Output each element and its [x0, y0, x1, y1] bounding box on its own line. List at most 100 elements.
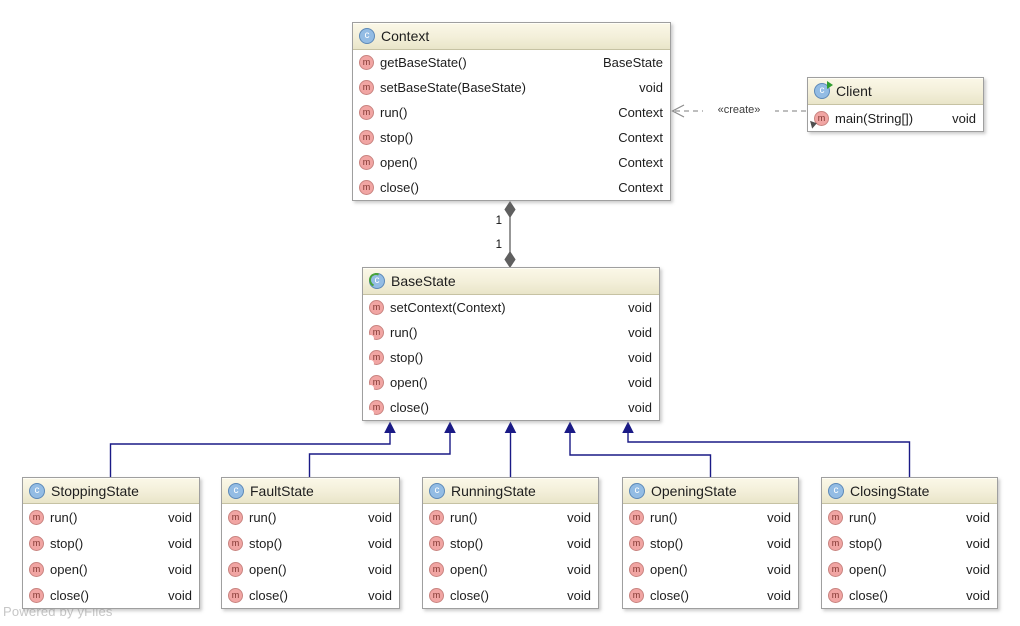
method-row: m stop() void [222, 530, 399, 556]
method-row: m close() void [363, 395, 659, 420]
method-name: open() [849, 561, 887, 577]
method-name: run() [450, 509, 478, 525]
method-return-type: void [628, 325, 652, 340]
method-name: open() [249, 561, 287, 577]
method-icon: m [429, 509, 444, 525]
method-icon: m [228, 561, 243, 577]
method-return-type: void [567, 587, 591, 603]
method-name: close() [849, 587, 889, 603]
method-name: close() [390, 400, 430, 415]
method-icon: m [429, 535, 444, 551]
class-node-openingstate[interactable]: c OpeningState m run() void m stop() voi… [622, 477, 799, 609]
class-title: RunningState [451, 482, 536, 499]
method-icon: m [29, 587, 44, 603]
method-return-type: Context [618, 180, 663, 195]
method-return-type: void [639, 80, 663, 95]
class-header: c StoppingState [23, 478, 199, 504]
method-name: close() [650, 587, 690, 603]
method-return-type: void [168, 509, 192, 525]
method-return-type: void [168, 535, 192, 551]
class-node-context[interactable]: c Context m getBaseState() BaseState m s… [352, 22, 671, 201]
generalization-edge-openingstate [564, 421, 712, 477]
composition-diamond-bottom [504, 251, 516, 268]
method-row: m open() Context [353, 150, 670, 175]
class-title: ClosingState [850, 482, 930, 499]
class-title: BaseState [391, 273, 456, 289]
method-icon: m [29, 561, 44, 577]
class-node-basestate[interactable]: c BaseState m setContext(Context) void m… [362, 267, 660, 421]
composition-diamond-top [504, 201, 516, 218]
method-row: m close() void [822, 582, 997, 608]
method-icon: m [228, 535, 243, 551]
method-row: m stop() void [623, 530, 798, 556]
class-header: c FaultState [222, 478, 399, 504]
method-icon: m [828, 561, 843, 577]
abstract-method-icon: m [367, 325, 384, 342]
method-name: setBaseState(BaseState) [380, 80, 526, 95]
class-icon: c [429, 482, 445, 499]
main-method-icon: m [814, 110, 829, 126]
method-name: getBaseState() [380, 55, 467, 70]
method-return-type: Context [618, 105, 663, 120]
class-node-faultstate[interactable]: c FaultState m run() void m stop() void … [221, 477, 400, 609]
method-return-type: void [368, 509, 392, 525]
method-icon: m [629, 587, 644, 603]
method-row: m open() void [423, 556, 598, 582]
method-row: m open() void [222, 556, 399, 582]
method-name: stop() [450, 535, 484, 551]
class-node-closingstate[interactable]: c ClosingState m run() void m stop() voi… [821, 477, 998, 609]
class-title: Context [381, 28, 430, 44]
method-row: m run() void [623, 504, 798, 530]
class-node-stoppingstate[interactable]: c StoppingState m run() void m stop() vo… [22, 477, 200, 609]
method-row: m run() void [363, 320, 659, 345]
method-icon: m [359, 130, 374, 145]
method-icon: m [359, 80, 374, 95]
method-name: close() [50, 587, 90, 603]
class-node-client[interactable]: c Client m main(String[]) void [807, 77, 984, 132]
generalization-edge-runningstate [504, 421, 517, 477]
method-name: run() [249, 509, 277, 525]
class-node-runningstate[interactable]: c RunningState m run() void m stop() voi… [422, 477, 599, 609]
method-return-type: void [767, 509, 791, 525]
method-name: close() [450, 587, 490, 603]
generalization-edge-stoppingstate [109, 421, 396, 477]
method-row: m run() void [23, 504, 199, 530]
method-row: m close() void [23, 582, 199, 608]
method-icon: m [228, 509, 243, 525]
multiplicity-label-top: 1 [495, 215, 502, 227]
method-icon: m [369, 300, 384, 315]
method-icon: m [828, 509, 843, 525]
method-name: main(String[]) [835, 110, 914, 126]
method-row: m run() void [423, 504, 598, 530]
create-edge-label: «create» [703, 104, 775, 116]
method-name: close() [380, 180, 420, 195]
class-icon: c [228, 482, 244, 499]
class-header: c OpeningState [623, 478, 798, 504]
class-header: c BaseState [363, 268, 659, 295]
method-return-type: void [966, 561, 990, 577]
method-return-type: void [767, 535, 791, 551]
class-icon: c [359, 28, 375, 44]
method-icon: m [429, 561, 444, 577]
method-return-type: Context [618, 130, 663, 145]
class-title: OpeningState [651, 482, 737, 499]
method-row: m stop() void [822, 530, 997, 556]
method-icon: m [828, 535, 843, 551]
method-name: stop() [249, 535, 283, 551]
method-return-type: void [567, 561, 591, 577]
method-name: stop() [650, 535, 684, 551]
method-return-type: void [368, 535, 392, 551]
method-row: m main(String[]) void [808, 105, 983, 131]
method-return-type: void [767, 587, 791, 603]
method-icon: m [629, 535, 644, 551]
abstract-method-icon: m [367, 375, 384, 392]
method-icon: m [228, 587, 243, 603]
method-name: open() [50, 561, 88, 577]
method-name: run() [390, 325, 418, 340]
method-row: m open() void [623, 556, 798, 582]
generalization-edge-faultstate [308, 421, 456, 477]
method-icon: m [359, 180, 374, 195]
method-name: stop() [50, 535, 84, 551]
association-edge-context-basestate [504, 201, 516, 268]
